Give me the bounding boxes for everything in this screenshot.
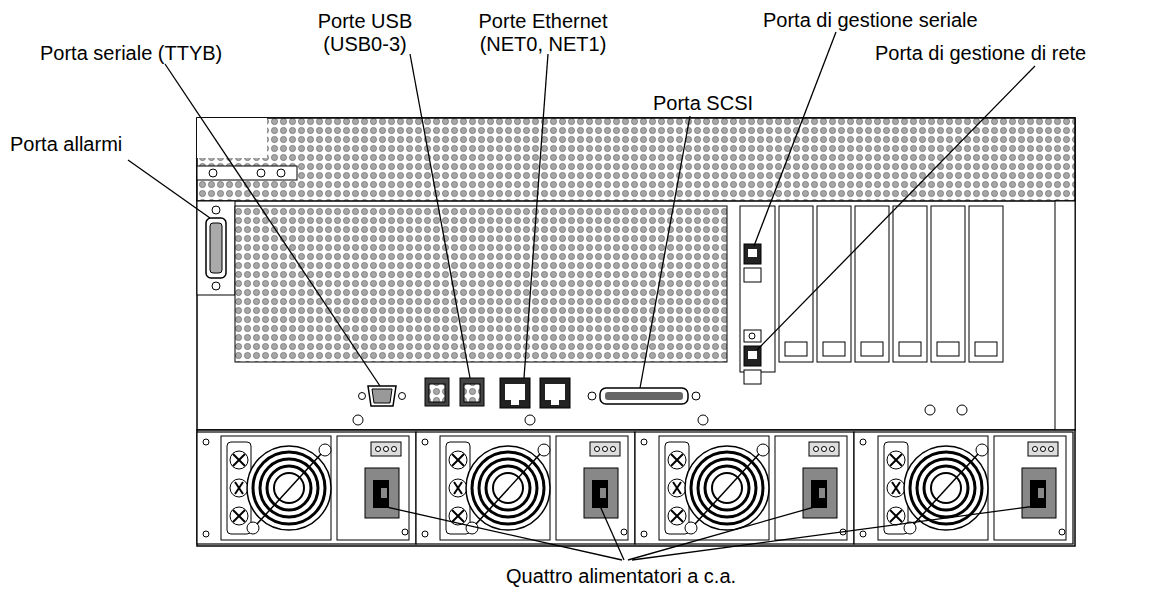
power-supply-label: Quattro alimentatori a c.a. [506,565,736,588]
port-label: Porta allarmi [10,133,122,156]
port-label: Porta di gestione seriale [763,9,978,32]
port-label: Porta SCSI [653,92,753,115]
port-label: Porte USB (USB0-3) [310,10,420,56]
port-label: Porta seriale (TTYB) [40,42,222,65]
port-label: Porta di gestione di rete [875,42,1086,65]
port-label: Porte Ethernet (NET0, NET1) [463,10,623,56]
